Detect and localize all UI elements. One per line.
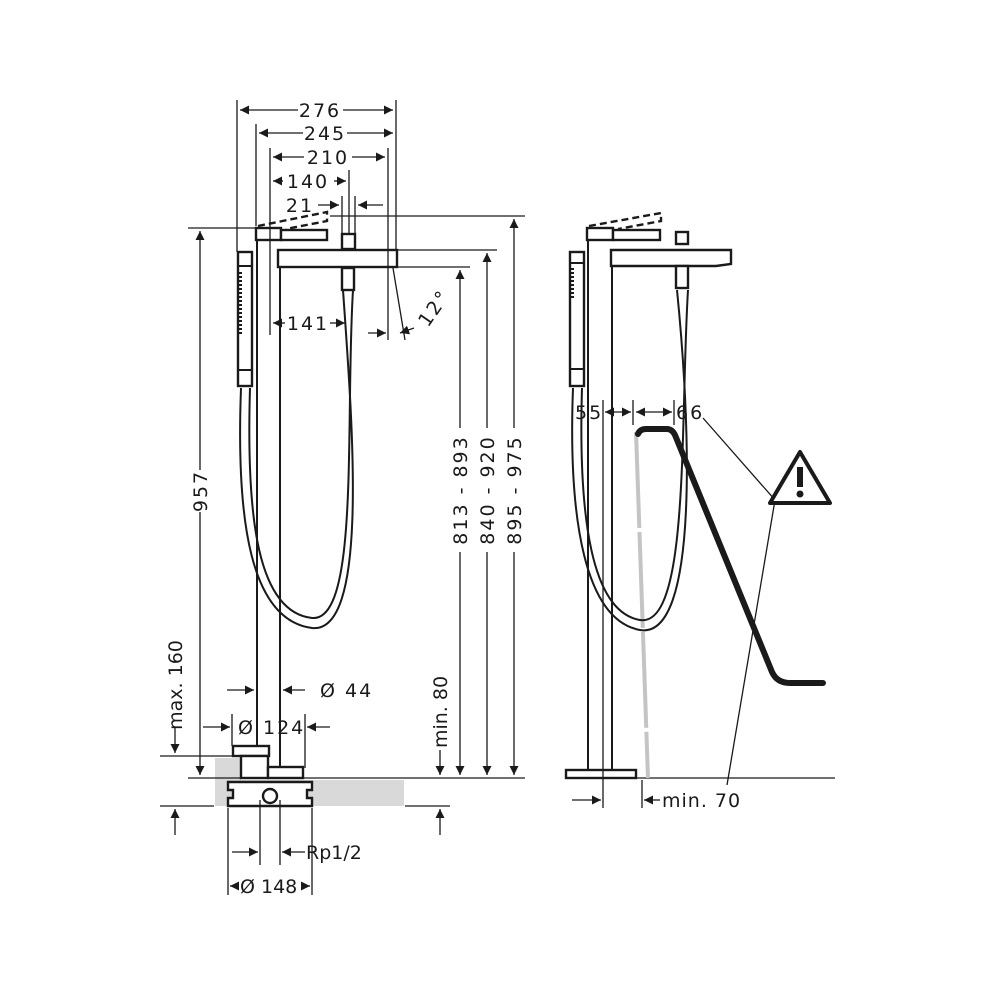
side-view: 55 66 min. 70: [564, 211, 835, 812]
leader-line: [702, 417, 776, 786]
dim-min-80: min. 80: [430, 676, 452, 748]
warning-triangle-icon: [768, 450, 832, 505]
lever-handle: [279, 228, 329, 242]
escutcheon-flange: [266, 765, 305, 780]
dim-957: 957: [190, 470, 212, 512]
dim-dia-124: Ø 124: [238, 717, 305, 739]
dim-21: 21: [286, 195, 314, 217]
dim-813-893: 813 - 893: [450, 435, 472, 544]
dim-rp: Rp1/2: [306, 842, 362, 864]
angle-line: [392, 267, 406, 341]
lever-handle: [611, 228, 662, 242]
dim-840-920: 840 - 920: [477, 435, 499, 544]
lever-raised: [257, 210, 329, 231]
hose-connector: [674, 264, 690, 290]
dim-210: 210: [307, 147, 349, 169]
base-body: [239, 754, 270, 780]
dim-min-70: min. 70: [662, 790, 741, 812]
lever-raised: [588, 211, 663, 231]
dim-245: 245: [304, 123, 346, 145]
dim-276: 276: [299, 100, 341, 122]
hose-connector: [340, 266, 356, 292]
front-view: 276 245 210 140 21 141 12° 957 813 - 893: [160, 100, 526, 898]
dim-895-975: 895 - 975: [504, 435, 526, 544]
dim-dia-148: Ø 148: [240, 876, 297, 898]
escutcheon-upper: [231, 744, 271, 758]
hose: [580, 289, 689, 622]
hose: [239, 289, 354, 630]
spout: [609, 248, 733, 268]
mixer-body: [254, 226, 283, 242]
dim-140: 140: [287, 171, 329, 193]
hose: [248, 289, 354, 620]
dim-55: 55: [575, 402, 603, 424]
dim-dia-44: Ø 44: [320, 680, 373, 702]
mixer-body: [585, 226, 615, 242]
dim-max-160: max. 160: [165, 640, 187, 730]
spout: [276, 248, 399, 269]
dim-angle: 12°: [414, 286, 455, 331]
dim-141: 141: [287, 313, 329, 335]
shower-holder: [674, 230, 690, 246]
bathtub-rim: [635, 426, 826, 686]
dim-66: 66: [676, 402, 704, 424]
base-plate: [564, 768, 638, 780]
floor-fill: [215, 758, 241, 780]
shower-holder: [340, 232, 357, 251]
clearance-line: [634, 431, 650, 779]
hose: [571, 289, 688, 632]
water-connection: [261, 787, 279, 805]
